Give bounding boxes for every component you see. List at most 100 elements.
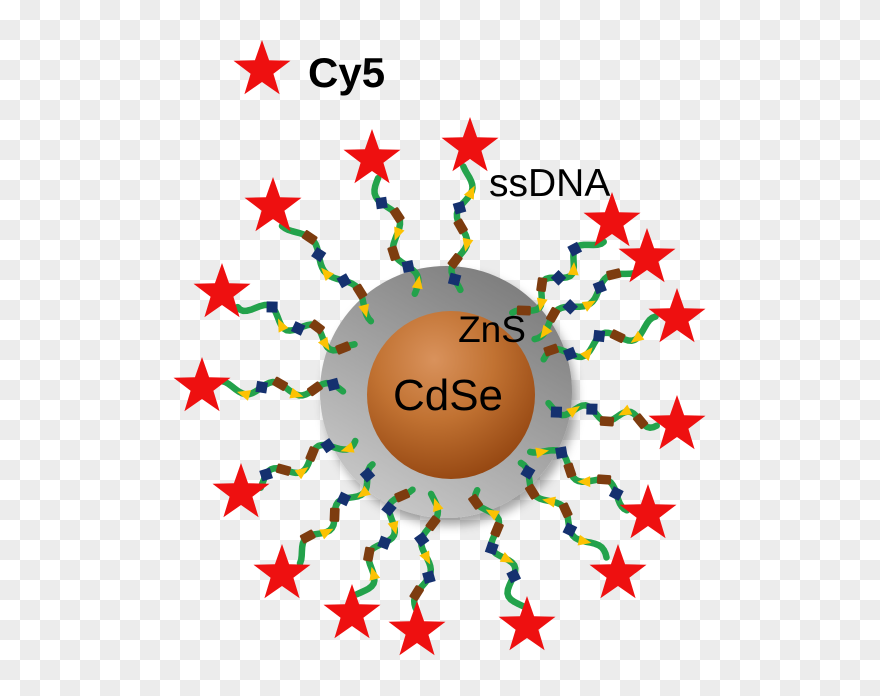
nucleotide-triangle-icon: [387, 520, 399, 535]
nucleotide-rect-icon: [305, 446, 319, 462]
nucleotide-square-icon: [592, 279, 607, 295]
nucleotide-rect-icon: [490, 521, 504, 538]
nucleotide-rect-icon: [596, 474, 612, 485]
nucleotide-triangle-icon: [536, 297, 548, 312]
nucleotide-square-icon: [452, 200, 467, 215]
nucleotide-square-icon: [593, 329, 606, 343]
nucleotide-rect-icon: [409, 585, 424, 602]
nucleotide-rect-icon: [301, 230, 318, 245]
nucleotide-rect-icon: [394, 488, 411, 503]
nucleotide-rect-icon: [516, 305, 531, 316]
nucleotide-triangle-icon: [277, 318, 289, 333]
ssdna-strand: [257, 437, 359, 491]
cy5-legend-label: Cy5: [308, 49, 385, 96]
nucleotide-square-icon: [414, 531, 430, 548]
cy5-star-icon: [589, 544, 647, 599]
nucleotide-square-icon: [422, 570, 436, 584]
nucleotide-triangle-icon: [566, 406, 580, 418]
nucleotide-triangle-icon: [317, 336, 330, 351]
nucleotide-square-icon: [562, 522, 578, 538]
nucleotide-rect-icon: [633, 413, 649, 430]
nucleotide-rect-icon: [299, 529, 316, 544]
nucleotide-rect-icon: [453, 218, 468, 235]
cdse-label: CdSe: [393, 371, 503, 420]
nucleotide-triangle-icon: [419, 550, 431, 565]
nucleotide-square-icon: [336, 491, 352, 507]
nucleotide-square-icon: [520, 464, 536, 480]
legend: Cy5: [233, 40, 385, 96]
nucleotide-triangle-icon: [630, 330, 645, 343]
nucleotide-triangle-icon: [540, 324, 553, 339]
cy5-stars-layer: [173, 117, 706, 656]
nucleotide-square-icon: [484, 541, 499, 556]
nanoparticle: [320, 266, 572, 518]
cy5-star-icon: [583, 192, 641, 247]
nucleotide-rect-icon: [329, 507, 340, 522]
cy5-star-icon: [441, 117, 499, 172]
nucleotide-triangle-icon: [485, 509, 500, 521]
cy5-star-icon: [244, 177, 302, 232]
nucleotide-rect-icon: [558, 502, 573, 519]
nucleotide-rect-icon: [468, 493, 483, 510]
nucleotide-square-icon: [266, 301, 278, 313]
nucleotide-square-icon: [255, 380, 269, 394]
nucleotide-rect-icon: [543, 343, 559, 357]
nucleotide-rect-icon: [606, 268, 622, 281]
nucleotide-rect-icon: [425, 515, 441, 532]
nucleotide-square-icon: [555, 446, 568, 459]
nucleotide-square-icon: [608, 486, 624, 501]
nucleotide-square-icon: [550, 406, 563, 418]
ssdna-strand: [468, 486, 527, 610]
nucleotide-rect-icon: [335, 341, 351, 355]
nucleotide-square-icon: [447, 272, 462, 287]
ssdna-strand: [531, 268, 637, 343]
nucleotide-triangle-icon: [462, 237, 474, 252]
cy5-star-icon: [648, 395, 706, 450]
ssdna-strands-layer: [218, 163, 660, 615]
nucleotide-triangle-icon: [369, 566, 381, 581]
ssdna-label: ssDNA: [489, 162, 610, 205]
cy5-star-icon: [212, 463, 270, 518]
nucleotide-rect-icon: [390, 207, 405, 224]
cy5-star-icon: [619, 484, 677, 539]
cdse-core-sphere: [367, 311, 535, 479]
ssdna-strand: [371, 174, 423, 298]
ssdna-strand: [517, 459, 610, 561]
nucleotide-triangle-icon: [463, 185, 475, 200]
nucleotide-rect-icon: [387, 245, 401, 262]
ssdna-strand: [545, 399, 660, 431]
ssdna-strand: [296, 461, 376, 567]
nucleotide-square-icon: [290, 321, 306, 336]
nucleotide-triangle-icon: [577, 534, 592, 546]
cy5-star-icon: [173, 357, 231, 412]
nucleotide-triangle-icon: [236, 390, 251, 401]
nucleotide-triangle-icon: [567, 262, 579, 276]
ssdna-strand: [353, 486, 416, 598]
cy5-star-icon: [193, 263, 251, 318]
nucleotide-triangle-icon: [581, 300, 596, 312]
strand-backbone: [257, 437, 359, 491]
nucleotide-triangle-icon: [321, 267, 334, 282]
nucleotide-triangle-icon: [319, 528, 334, 540]
nucleotide-triangle-icon: [289, 387, 304, 399]
nucleotide-square-icon: [506, 568, 522, 584]
ssdna-strand: [409, 490, 444, 615]
nucleotide-triangle-icon: [618, 404, 633, 416]
nucleotide-square-icon: [401, 259, 415, 274]
nucleotide-triangle-icon: [577, 476, 591, 488]
cy5-star-icon: [323, 584, 381, 639]
ssdna-strand: [278, 222, 375, 325]
nucleotide-rect-icon: [307, 381, 323, 397]
nucleotide-triangle-icon: [433, 498, 444, 513]
nucleotide-rect-icon: [363, 546, 375, 562]
ssdna-strand: [526, 446, 631, 514]
nucleotide-rect-icon: [546, 306, 561, 323]
nucleotide-square-icon: [359, 467, 376, 483]
nucleotide-triangle-icon: [499, 551, 514, 563]
cy5-star-icon: [253, 544, 311, 599]
nucleotide-square-icon: [320, 437, 336, 454]
cy5-star-icon: [343, 129, 401, 184]
nucleotide-square-icon: [375, 196, 388, 210]
